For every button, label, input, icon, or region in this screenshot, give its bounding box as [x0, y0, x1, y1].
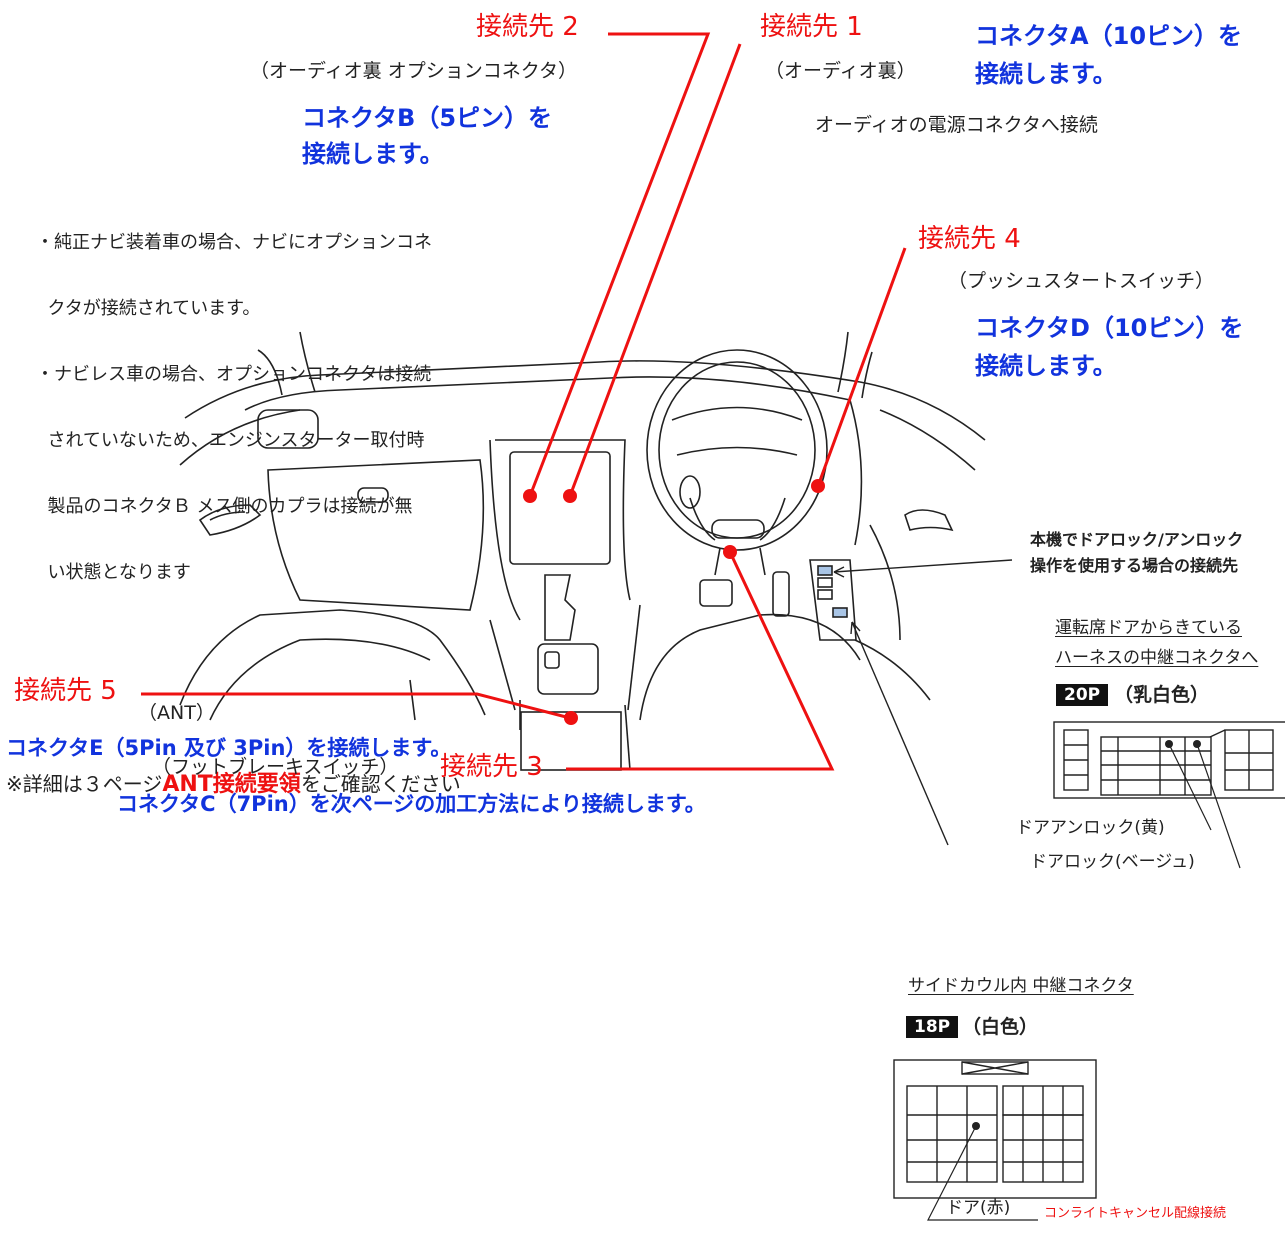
conn3-title: 接続先 3	[440, 752, 543, 782]
color-20p: （乳白色）	[1114, 684, 1210, 706]
leader-conn3	[566, 551, 835, 771]
note-line: ・ナビレス車の場合、オプションコネクタは接続	[36, 364, 432, 385]
leader-conn4	[816, 247, 907, 487]
conn1-title: 接続先 1	[760, 12, 863, 42]
conn2-location: （オーディオ裏 オプションコネクタ）	[250, 60, 577, 82]
point-conn5	[564, 711, 578, 725]
ant-procedure-link: ANT接続要領	[162, 772, 301, 797]
badge-18p: 18P	[906, 1016, 959, 1038]
right-a-pillar	[837, 331, 849, 393]
left-door-vent	[198, 504, 262, 536]
leader-conn1	[568, 43, 742, 497]
point-conn2	[523, 489, 537, 503]
harness-label-line1: 運転席ドアからきている	[1055, 618, 1242, 638]
label-door-lock: ドアロック(ベージュ)	[1030, 852, 1195, 872]
connector-18p	[893, 1059, 1097, 1199]
door-lock-title-line2: 操作を使用する場合の接続先	[1030, 556, 1239, 575]
audio-unit	[509, 451, 611, 565]
navi-notes: ・純正ナビ装着車の場合、ナビにオプションコネ クタが接続されています。 ・ナビレ…	[36, 188, 432, 606]
conn4-location: （プッシュスタートスイッチ）	[948, 270, 1215, 292]
conn2-title: 接続先 2	[476, 12, 579, 42]
conn2-instruction-line1: コネクタB（5ピン）を	[302, 104, 553, 132]
conn2-instruction-line2: 接続します。	[302, 140, 444, 168]
color-18p: （白色）	[962, 1016, 1039, 1038]
conn3-instruction: コネクタC（7Pin）を次ページの加工方法により接続します。	[117, 792, 706, 816]
door-lock-title-line1: 本機でドアロック/アンロック	[1030, 530, 1244, 549]
glove-box	[267, 459, 485, 611]
conn5-note-suffix: をご確認ください	[300, 772, 461, 796]
conn1-location: （オーディオ裏）	[765, 60, 916, 82]
conn4-instruction-line1: コネクタD（10ピン）を	[975, 314, 1244, 342]
point-conn4	[811, 479, 825, 493]
note-line: 製品のコネクタＢ メス側のカプラは接続が無	[36, 496, 413, 517]
leader-conn5	[141, 692, 571, 720]
left-seat	[179, 609, 486, 716]
point-conn3	[723, 545, 737, 559]
gear-shifter	[544, 574, 576, 641]
glove-box-handle	[357, 487, 389, 503]
conn5-note: ※詳細は３ページANT接続要領をご確認ください	[6, 772, 461, 798]
conn4-title: 接続先 4	[918, 224, 1021, 254]
conn5-instruction: コネクタE（5Pin 及び 3Pin）を接続します。	[6, 736, 452, 760]
label-door-red: ドア(赤)	[946, 1198, 1011, 1218]
brake-pedal	[699, 579, 733, 607]
note-line: い状態となります	[36, 562, 191, 583]
leader-conn2	[528, 32, 711, 497]
left-vent	[257, 409, 319, 449]
left-a-pillar	[257, 349, 283, 396]
leader-lines	[141, 32, 907, 771]
label-door-unlock: ドアアンロック(黄)	[1016, 818, 1165, 838]
conn4-instruction-line2: 接続します。	[975, 352, 1117, 380]
conn1-instruction-line1: コネクタA（10ピン）を	[975, 22, 1243, 50]
conn5-note-prefix: ※詳細は３ページ	[6, 772, 163, 796]
point-conn1	[563, 489, 577, 503]
leader-cowl	[851, 621, 949, 846]
dashboard-top	[184, 360, 986, 441]
conn5-location: （ANT）	[138, 702, 215, 724]
note-line: クタが接続されています。	[36, 298, 261, 319]
leader-door-lock	[833, 559, 1013, 573]
conn1-description: オーディオの電源コネクタへ接続	[815, 114, 1098, 136]
fuse-connector-2	[832, 607, 848, 618]
note-line: されていないため、エンジンスターター取付時	[36, 430, 425, 451]
harness-label-line2: ハーネスの中継コネクタへ	[1055, 648, 1259, 668]
right-door-vent	[904, 509, 954, 532]
courtesy-light-note: コンライトキャンセル配線接続	[1044, 1206, 1227, 1221]
right-seat	[639, 613, 861, 721]
fuse-connector-1	[817, 565, 833, 576]
steering-wheel	[646, 349, 828, 551]
conn5-title: 接続先 5	[14, 676, 117, 706]
accelerator-pedal	[772, 571, 790, 617]
conn1-instruction-line2: 接続します。	[975, 60, 1117, 88]
conn3-location: （フットブレーキスイッチ）	[152, 756, 399, 778]
connector-20p	[1053, 721, 1285, 799]
badge-20p: 20P	[1056, 684, 1109, 706]
cowl-title: サイドカウル内 中継コネクタ	[908, 976, 1134, 996]
note-line: ・純正ナビ装着車の場合、ナビにオプションコネ	[36, 232, 432, 253]
